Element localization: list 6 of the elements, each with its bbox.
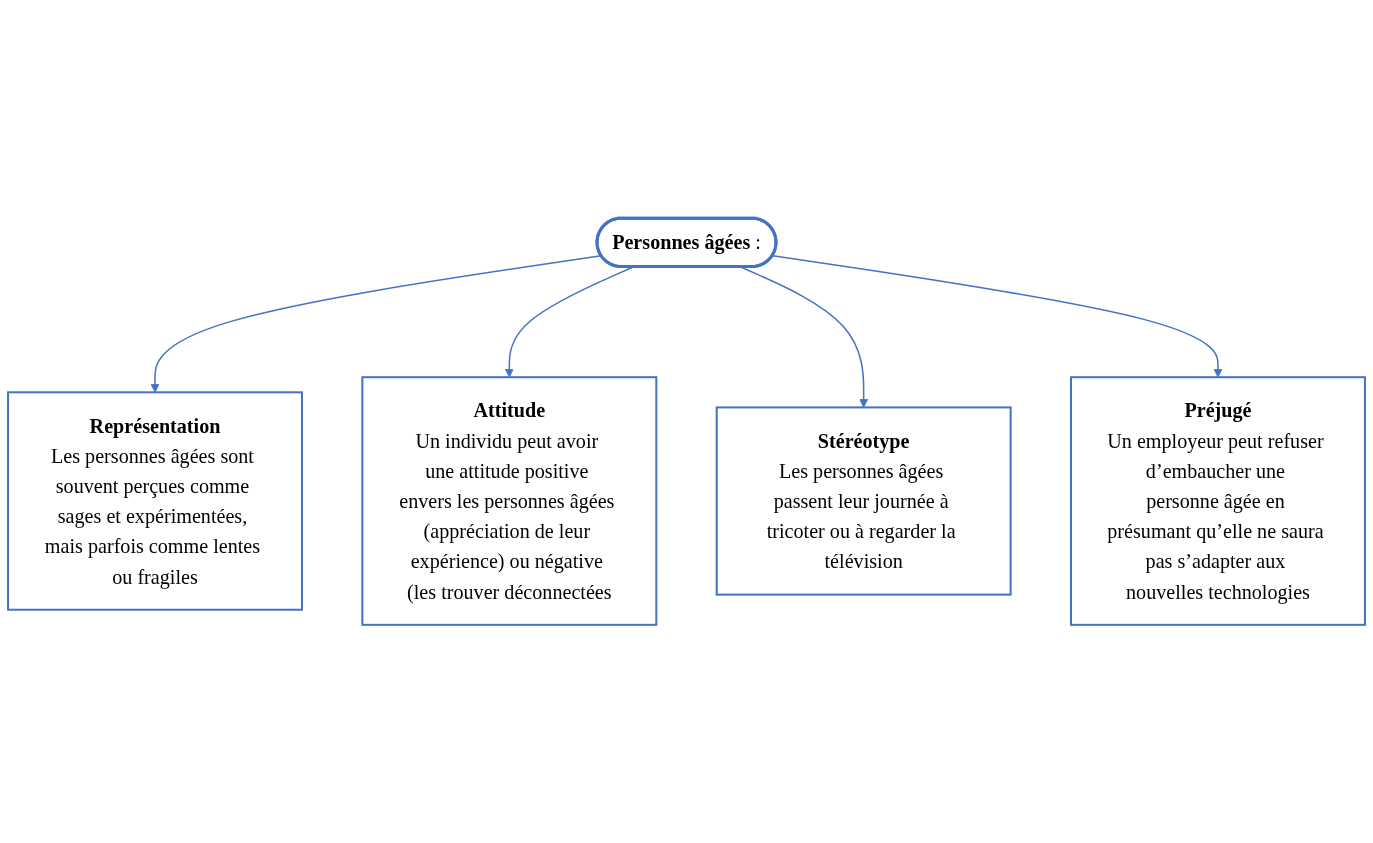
node-box: Préjugé Un employeur peut refuser d’embaucher une personne âgée en présumant qu’elle ne saura pas s’adapter aux nouvelles technologies — [1070, 376, 1366, 626]
node-box: Stéréotype Les personnes âgées passent leur journée à tricoter ou à regarder la télévision — [715, 406, 1012, 596]
node-box: Représentation Les personnes âgées sont souvent perçues comme sages et expérimentées, mais parfois comme lentes ou fragiles — [7, 391, 303, 611]
node-box: Attitude Un individu peut avoir une attitude positive envers les personnes âgées (appréciation de leur expérience) ou négative (les trouver déconnectées — [361, 376, 658, 626]
arrow — [504, 266, 634, 378]
arrow — [740, 266, 869, 408]
